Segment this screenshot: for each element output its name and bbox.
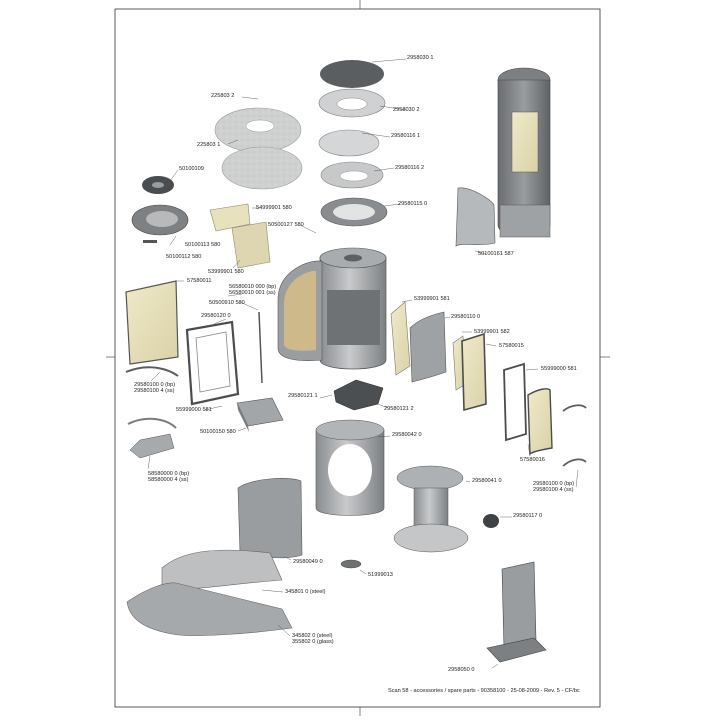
grate [333, 379, 384, 411]
part-label: 29580120 0 [201, 313, 231, 319]
part-label: 50100113 580 [185, 242, 221, 248]
stove-door-opening [327, 290, 380, 345]
flue-outlet [344, 254, 362, 262]
part-label: 55999000 581 [541, 366, 577, 372]
part-label: 50100161 587 [478, 251, 514, 257]
part-label: 50500127 580 [268, 222, 304, 228]
door-glass-panel-right [390, 301, 411, 376]
trim-arc-right [562, 404, 587, 412]
part-label: 57580011 [187, 278, 212, 284]
part-label: 29580116 1 [391, 133, 421, 139]
part-label: 54999901 580 [256, 205, 292, 211]
door-trim-arc [125, 366, 179, 377]
leader-lines [147, 58, 579, 669]
top-stone-plate [320, 60, 384, 88]
cast-top-ring-hole [333, 204, 375, 220]
door-handle [129, 433, 175, 459]
part-label: 50100109 [179, 166, 204, 172]
part-label: 29580117 0 [513, 513, 543, 519]
sheet-footer: Scan 58 - accessories / spare parts - 90… [388, 688, 580, 694]
wall-bracket-foot [486, 637, 547, 663]
part-label: 29580121 2 [384, 406, 414, 412]
part-label: 50100150 580 [200, 429, 236, 435]
baffle-plate-upper [209, 203, 251, 232]
air-grid-center [152, 182, 164, 188]
ash-pan-front [237, 403, 249, 432]
door-glass-left [125, 280, 179, 365]
part-label: 50500910 580 [209, 300, 245, 306]
soapstone-plate [221, 146, 303, 190]
part-label: 53999901 582 [474, 329, 510, 335]
door-frame-right-2 [503, 362, 527, 442]
door-frame-left [185, 320, 240, 406]
part-label: 29580042 0 [392, 432, 422, 438]
stove-side-panel [455, 187, 496, 247]
part-label: 56580010 000 (bp) 56580010 001 (ss) [229, 284, 277, 297]
part-label: 29580100 0 (bp) 29580100 4 (ss) [533, 481, 575, 494]
part-label: 29580121 1 [288, 393, 318, 399]
damper-knob [340, 559, 362, 569]
stove-door-glass [284, 271, 316, 351]
trim-arc-right-2 [562, 458, 587, 467]
part-label: 51999013 [368, 572, 393, 578]
part-label: 50100112 580 [166, 254, 202, 260]
door-glass-right-3 [527, 388, 553, 456]
part-label: 57580015 [499, 343, 524, 349]
pedestal-base [393, 523, 469, 553]
part-label: 29580100 0 (bp) 29580100 4 (ss) [134, 382, 176, 395]
lower-frame-top [315, 419, 385, 441]
part-label: 2958030 1 [407, 55, 434, 61]
part-label: 53999901 580 [208, 269, 244, 275]
baffle-plate-lower [231, 221, 271, 269]
part-label: 345801 0 (steel) [285, 589, 326, 595]
part-label: 225803 1 [197, 142, 221, 148]
burner-plate-inner [146, 211, 178, 227]
part-label: 58580000 0 (bp) 58580000 4 (ss) [148, 471, 190, 484]
burner-key [143, 240, 157, 243]
wall-bracket [501, 561, 537, 649]
door-trim-arc-2 [127, 417, 177, 429]
part-label: 57580016 [520, 457, 545, 463]
part-label: 55999000 581 [176, 407, 212, 413]
top-plate-2-outer [318, 129, 380, 157]
part-label: 29580115 0 [398, 201, 428, 207]
part-label: 345802 0 (steel) 355802 0 (glass) [292, 633, 334, 646]
door-frame-right-1 [461, 332, 487, 412]
top-plate-3-hole [339, 170, 369, 182]
part-label: 29580116 2 [395, 165, 425, 171]
pedestal-top [396, 465, 464, 491]
part-label: 29580049 0 [293, 559, 323, 565]
side-panel-right [409, 311, 447, 383]
part-label: 2958050 0 [448, 667, 475, 673]
stove-tall-window [511, 111, 539, 173]
part-label: 53999901 581 [414, 296, 450, 302]
lower-frame-opening [328, 444, 372, 496]
part-label: 29580041 0 [472, 478, 502, 484]
stove-base-ring [499, 204, 551, 238]
door-frame-inner [195, 331, 231, 393]
part-label: 29580110 0 [451, 314, 481, 320]
air-valve [483, 514, 499, 528]
floor-plate-glass [126, 582, 293, 636]
part-label: 225803 2 [211, 93, 235, 99]
part-label: 2958030 2 [393, 107, 420, 113]
back-panel [237, 478, 303, 559]
top-steel-ring-hole [336, 97, 368, 111]
door-rod [258, 311, 263, 384]
soapstone-ring-hole [245, 119, 275, 133]
sheet-border [114, 8, 601, 708]
